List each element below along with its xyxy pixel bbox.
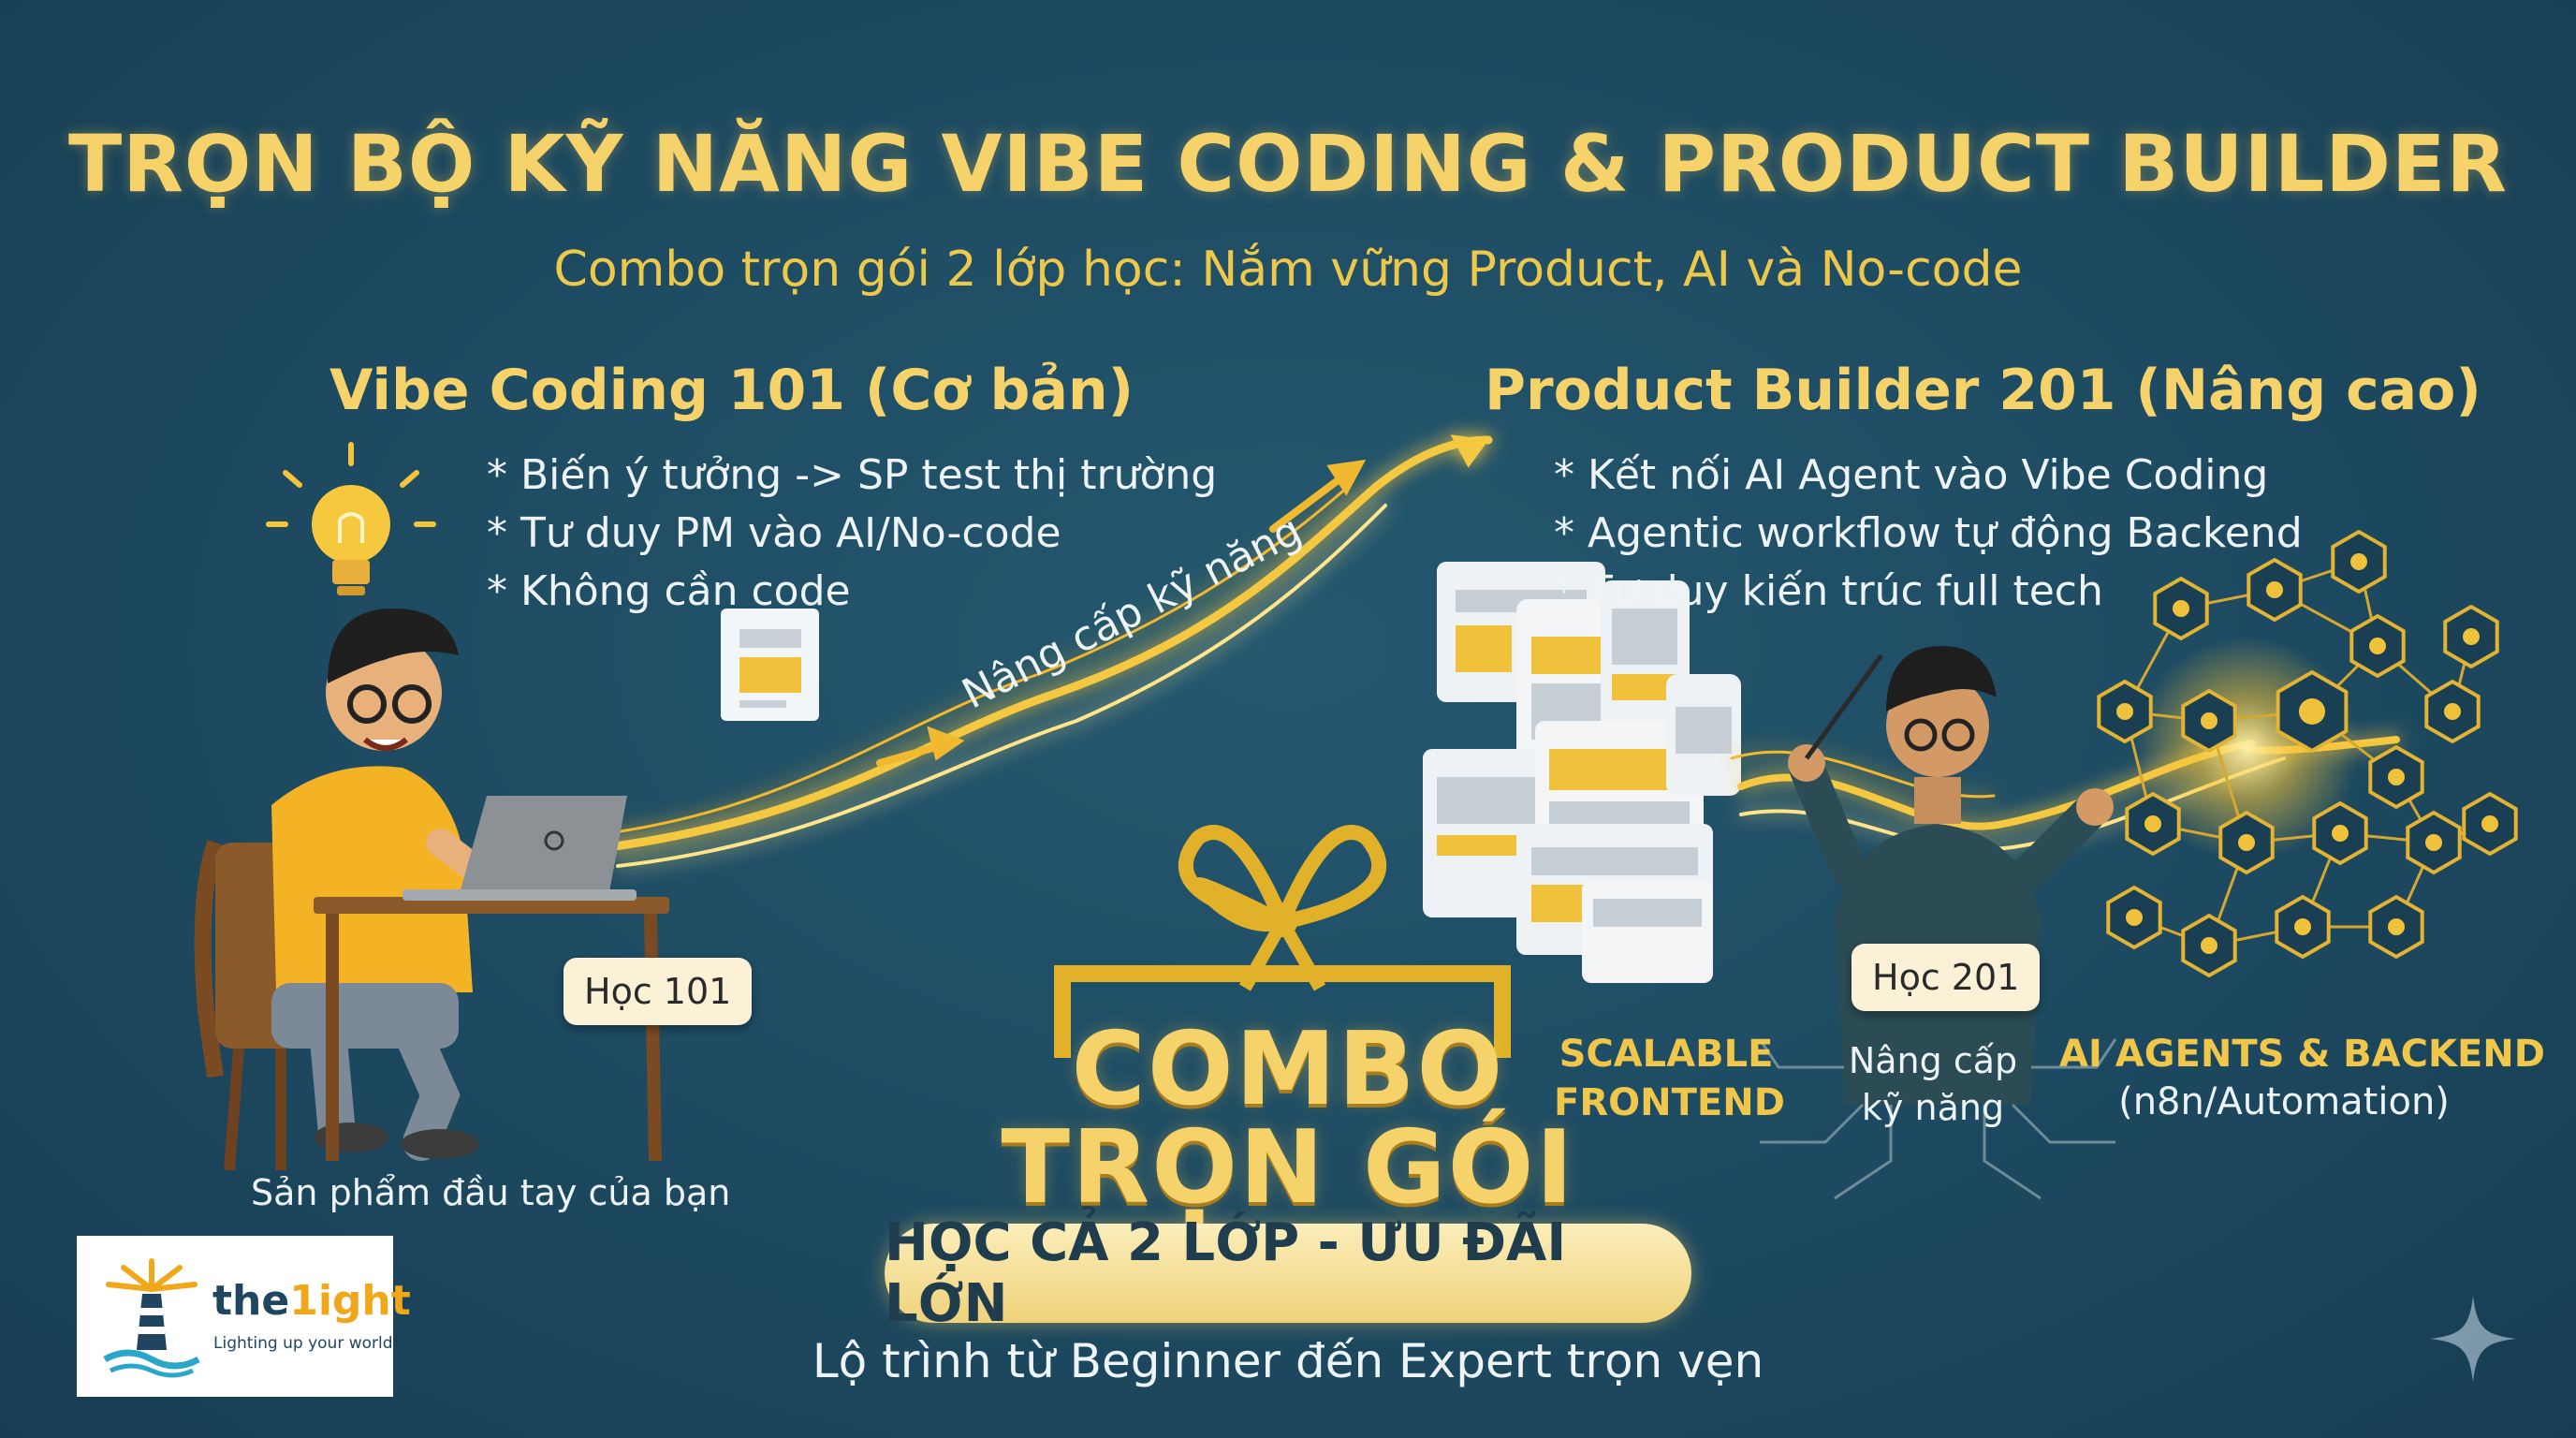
backend-label-line: AI AGENTS & BACKEND: [2059, 1033, 2545, 1076]
course-101-heading: Vibe Coding 101 (Cơ bản): [329, 358, 1134, 423]
hexagon-node-dot: [2388, 918, 2405, 935]
hexagon-node-dot: [2299, 698, 2325, 725]
hexagon-node-dot: [2444, 703, 2461, 720]
course-101-bullet: * Biến ý tưởng -> SP test thị trường: [487, 451, 1218, 499]
frontend-label-line: SCALABLE: [1559, 1033, 1774, 1076]
upgrade-label-line: Nâng cấp: [1848, 1040, 2018, 1081]
sparkle-icon: [2430, 1296, 2516, 1382]
lightbulb-icon: [266, 442, 436, 595]
backend-label: AI AGENTS & BACKEND (n8n/Automation): [2059, 1030, 2545, 1125]
course-201-bullet: * Agentic workflow tự động Backend: [1554, 509, 2303, 557]
ai-hexagon-network: [2097, 529, 2518, 978]
logo-tagline: Lighting up your world: [213, 1334, 393, 1353]
backend-label-line: (n8n/Automation): [2118, 1080, 2450, 1123]
hexagon-node-dot: [2294, 918, 2311, 935]
hexagon-node-dot: [2481, 815, 2498, 832]
frontend-label: SCALABLE FRONTEND: [1554, 1030, 1785, 1127]
skill-path: [604, 434, 1493, 868]
course-101-bullet: * Tư duy PM vào AI/No-code: [487, 509, 1061, 557]
small-arrows: [876, 459, 1367, 767]
course-201-bullet: * Tư duy kiến trúc full tech: [1554, 567, 2103, 615]
hexagon-node-dot: [2388, 769, 2405, 785]
hexagon-node-dot: [2126, 909, 2143, 926]
brand-logo: the1ight Lighting up your world: [77, 1236, 411, 1397]
hexagon-node-dot: [2425, 834, 2442, 851]
upgrade-label: Nâng cấp kỹ năng: [1835, 1037, 2031, 1131]
hexagon-node-dot: [2238, 834, 2255, 851]
course-101-bullet: * Không cần code: [487, 567, 851, 615]
page-title: TRỌN BỘ KỸ NĂNG VIBE CODING & PRODUCT BU…: [67, 118, 2509, 210]
hexagon-node-dot: [2266, 581, 2283, 598]
logo-wordmark: the1ight: [212, 1277, 411, 1325]
logo-word-a: the: [212, 1277, 290, 1325]
offer-pill[interactable]: HỌC CẢ 2 LỚP - ƯU ĐÃI LỚN: [885, 1212, 1691, 1334]
hexagon-node-dot: [2369, 638, 2386, 654]
course-201-bullet: * Kết nối AI Agent vào Vibe Coding: [1554, 451, 2269, 499]
course-201-badge: Học 201: [1852, 944, 2041, 1011]
logo-word-b: 1ight: [289, 1277, 411, 1325]
hexagon-node-dot: [2463, 628, 2480, 645]
lighthouse-icon: [103, 1258, 200, 1378]
frontend-screens-illustration: [1423, 562, 1741, 983]
hexagon-node-dot: [2350, 553, 2367, 570]
desk-and-laptop: [314, 796, 669, 1162]
gift-box-icon: [1054, 825, 1511, 1058]
footer-tagline: Lộ trình từ Beginner đến Expert trọn vẹn: [812, 1334, 1764, 1388]
upgrade-label-line: kỹ năng: [1861, 1087, 2005, 1128]
hexagon-node-dot: [2173, 600, 2189, 617]
combo-line-1: COMBO: [1071, 1011, 1505, 1128]
frontend-label-line: FRONTEND: [1554, 1081, 1785, 1124]
hexagon-node-dot: [2332, 825, 2349, 842]
hexagon-node-dot: [2201, 712, 2217, 729]
course-201-heading: Product Builder 201 (Nâng cao): [1485, 358, 2481, 423]
floating-document-icon: [721, 609, 819, 721]
course-101-badge: Học 101: [564, 958, 753, 1025]
hexagon-node-dot: [2144, 815, 2161, 832]
page-subtitle: Combo trọn gói 2 lớp học: Nắm vững Produ…: [553, 242, 2023, 298]
combo-line-2: TRỌN GÓI: [1001, 1109, 1575, 1226]
hexagon-node-dot: [2116, 703, 2133, 720]
course-101-caption: Sản phẩm đầu tay của bạn: [251, 1172, 731, 1213]
hexagon-node-dot: [2201, 937, 2217, 954]
